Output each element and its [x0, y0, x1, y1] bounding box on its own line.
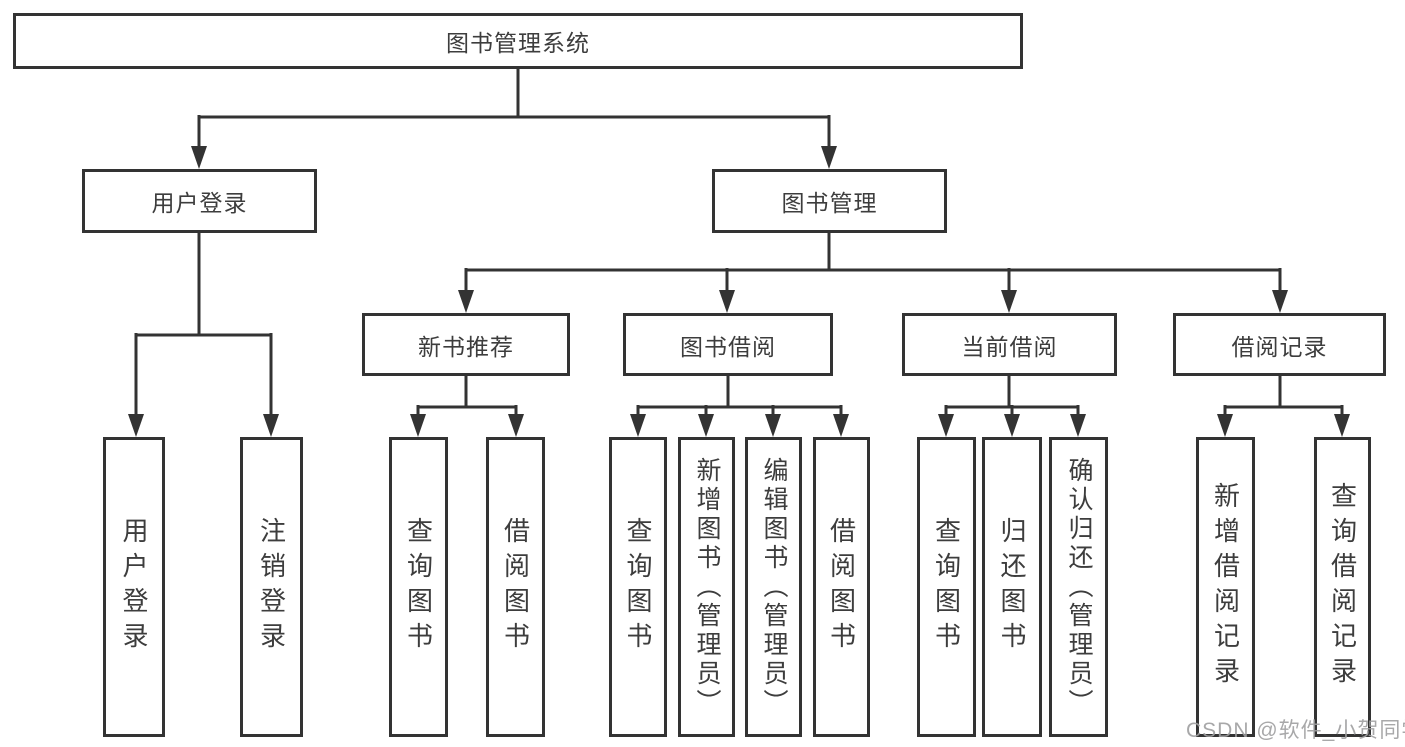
leaf-add-books-admin: 新增图书（管理员） — [678, 437, 735, 737]
leaf-query-books-current: 查询图书 — [917, 437, 976, 737]
node-label: 图书管理 — [781, 190, 878, 216]
node-borrow-record: 借阅记录 — [1173, 313, 1386, 376]
node-new-book-recommend: 新书推荐 — [362, 313, 570, 376]
node-current-borrow: 当前借阅 — [902, 313, 1117, 376]
node-label: 用户登录 — [119, 517, 149, 657]
node-label: 当前借阅 — [961, 333, 1058, 360]
node-label: 编辑图书（管理员） — [760, 456, 788, 718]
leaf-query-books-borrow: 查询图书 — [609, 437, 667, 737]
leaf-edit-books-admin: 编辑图书（管理员） — [745, 437, 802, 737]
leaf-confirm-return-admin: 确认归还（管理员） — [1049, 437, 1108, 737]
node-label: 注销登录 — [256, 517, 287, 657]
leaf-query-borrow-record: 查询借阅记录 — [1314, 437, 1371, 737]
node-label: 查询图书 — [623, 517, 653, 657]
leaf-query-books-recommend: 查询图书 — [389, 437, 448, 737]
node-label: 借阅记录 — [1231, 333, 1328, 360]
node-label: 新增图书（管理员） — [693, 456, 721, 718]
node-label: 借阅图书 — [500, 517, 531, 657]
node-label: 新书推荐 — [418, 333, 514, 360]
node-label: 图书借阅 — [680, 333, 776, 360]
node-label: 借阅图书 — [826, 517, 857, 657]
node-label: 查询图书 — [931, 517, 962, 657]
node-user-login: 用户登录 — [82, 169, 317, 233]
node-label: 归还图书 — [997, 517, 1027, 657]
node-label: 确认归还（管理员） — [1065, 456, 1093, 718]
leaf-return-books: 归还图书 — [982, 437, 1042, 737]
node-label: 用户登录 — [151, 190, 248, 216]
node-label: 查询图书 — [403, 517, 434, 657]
node-label: 图书管理系统 — [446, 30, 590, 56]
leaf-borrow-books-recommend: 借阅图书 — [486, 437, 545, 737]
leaf-borrow-books: 借阅图书 — [813, 437, 870, 737]
csdn-watermark: CSDN @软件_小贺同学 — [1186, 719, 1405, 742]
leaf-add-borrow-record: 新增借阅记录 — [1196, 437, 1255, 737]
node-label: 查询借阅记录 — [1327, 482, 1358, 692]
leaf-logout: 注销登录 — [240, 437, 303, 737]
leaf-user-login: 用户登录 — [103, 437, 165, 737]
node-library-management-system: 图书管理系统 — [13, 13, 1023, 69]
node-label: 新增借阅记录 — [1210, 482, 1241, 692]
node-book-management: 图书管理 — [712, 169, 947, 233]
node-book-borrow: 图书借阅 — [623, 313, 833, 376]
